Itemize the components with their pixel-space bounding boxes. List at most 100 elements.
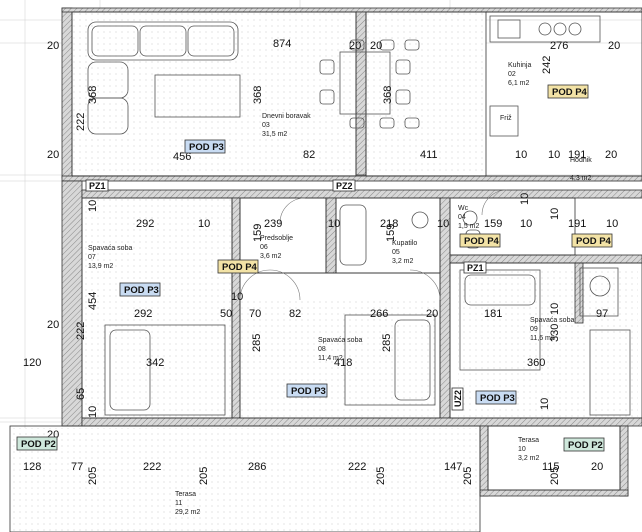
floor-tag-p3-spavaca7: POD P3 bbox=[119, 282, 161, 297]
floor-tag-p4-kuhinja: POD P4 bbox=[547, 84, 589, 99]
floor-tag-text: POD P4 bbox=[552, 87, 588, 98]
room-label-dnevni-1: 03 bbox=[262, 122, 270, 129]
dimension-d10f: 10 bbox=[520, 218, 532, 230]
dimension-d115: 115 bbox=[542, 461, 560, 473]
lintel-label: PZ2 bbox=[336, 181, 353, 191]
room-label-predsoblje-0: Predsoblje bbox=[260, 235, 293, 242]
room-label-kuhinja-1: 02 bbox=[508, 71, 516, 78]
room-label-wc-2: 1,5 m2 bbox=[458, 223, 480, 230]
dimension-d10b: 10 bbox=[548, 149, 560, 161]
floor-tag-text: POD P3 bbox=[480, 393, 515, 404]
dimension-d147: 147 bbox=[444, 461, 462, 473]
dimension-v65: 65 bbox=[75, 388, 87, 400]
room-label-dnevni-0: Dnevni boravak bbox=[262, 113, 311, 120]
dimension-v159a: 159 bbox=[252, 224, 264, 242]
room-label-terasa10-0: Terasa bbox=[518, 437, 539, 444]
dimension-d222b: 222 bbox=[348, 461, 366, 473]
floor-tag-text: POD P4 bbox=[576, 236, 612, 247]
floor-tag-text: POD P3 bbox=[291, 386, 326, 397]
dimension-d10c: 10 bbox=[198, 218, 210, 230]
dimension-d286: 286 bbox=[248, 461, 266, 473]
wardrobe bbox=[589, 329, 631, 416]
dimension-v242: 242 bbox=[541, 56, 553, 74]
dimension-v205a: 205 bbox=[87, 467, 99, 485]
room-label-wc-0: Wc bbox=[458, 205, 469, 212]
room-label-kuhinja-2: 6,1 m2 bbox=[508, 80, 530, 87]
dimension-v222b: 222 bbox=[75, 322, 87, 340]
room-label-spavaca9-1: 09 bbox=[530, 326, 538, 333]
coffee-table bbox=[154, 74, 241, 118]
dimension-d342: 342 bbox=[146, 357, 164, 369]
bed-room-08 bbox=[344, 314, 436, 406]
dimension-d82a: 82 bbox=[303, 149, 315, 161]
lintel-label: UZ2 bbox=[453, 390, 463, 407]
fridge-label: Friž bbox=[500, 115, 512, 122]
room-label-wc-1: 04 bbox=[458, 214, 466, 221]
dimension-d77: 77 bbox=[71, 461, 83, 473]
floor-tag-text: POD P4 bbox=[464, 236, 500, 247]
floor-tag-text: POD P2 bbox=[21, 439, 56, 450]
room-label-terasa11-0: Terasa bbox=[175, 491, 196, 498]
dimension-d360: 360 bbox=[527, 357, 545, 369]
floor-tag-p2-terasa11: POD P2 bbox=[16, 436, 58, 451]
dimension-d10d: 10 bbox=[328, 218, 340, 230]
dimension-d874: 874 bbox=[273, 38, 291, 50]
room-label-spavaca9-2: 11,6 m2 bbox=[530, 335, 555, 342]
dimension-v368b: 368 bbox=[252, 86, 264, 104]
dimension-v222: 222 bbox=[75, 113, 87, 131]
dimension-v205c: 205 bbox=[375, 467, 387, 485]
dimension-d20e: 20 bbox=[426, 308, 438, 320]
room-label-spavaca7-0: Spavaća soba bbox=[88, 245, 132, 252]
room-label-spavaca8-1: 08 bbox=[318, 346, 326, 353]
dimension-d181: 181 bbox=[484, 308, 502, 320]
dimension-d456: 456 bbox=[173, 151, 191, 163]
room-label-terasa10-2: 3,2 m2 bbox=[518, 455, 540, 462]
lintel-2: PZ1 bbox=[463, 261, 487, 274]
lintel-0: PZ1 bbox=[85, 179, 109, 192]
room-label-dnevni-2: 31,5 m2 bbox=[262, 131, 287, 138]
lintel-label: PZ1 bbox=[89, 181, 106, 191]
kitchen-counter bbox=[489, 15, 601, 43]
lintel-label: PZ1 bbox=[467, 263, 484, 273]
dimension-v368c: 368 bbox=[382, 86, 394, 104]
dimension-d128: 128 bbox=[23, 461, 41, 473]
dimension-d418: 418 bbox=[334, 357, 352, 369]
dimension-v10e: 10 bbox=[87, 406, 99, 418]
dimension-d10g: 10 bbox=[606, 218, 618, 230]
room-label-hodnik-0: Hodnik bbox=[570, 157, 592, 164]
dimension-d276: 276 bbox=[550, 40, 568, 52]
floor-tags: POD P4 POD P3 POD P4 POD P3 POD P4 POD P4 POD … bbox=[16, 84, 613, 452]
floor-tag-p2-terasa10: POD P2 bbox=[563, 437, 605, 452]
floor-tag-p4-hodnik: POD P4 bbox=[571, 233, 613, 248]
room-label-terasa11-2: 29,2 m2 bbox=[175, 509, 200, 516]
sofa bbox=[87, 21, 239, 61]
dimension-v330: 330 bbox=[549, 324, 561, 342]
dimension-d239: 239 bbox=[264, 218, 282, 230]
dimension-v205d: 205 bbox=[462, 467, 474, 485]
dimension-v10d: 10 bbox=[549, 303, 561, 315]
room-outlines bbox=[9, 11, 642, 532]
floor-fills bbox=[10, 10, 638, 532]
room-label-predsoblje-2: 3,6 m2 bbox=[260, 253, 282, 260]
dining-table bbox=[339, 51, 391, 115]
dimension-d10h: 10 bbox=[231, 291, 243, 303]
room-label-spavaca8-2: 11,4 m2 bbox=[318, 355, 343, 362]
floor-tag-text: POD P3 bbox=[124, 285, 159, 296]
dimension-d82b: 82 bbox=[289, 308, 301, 320]
dimension-v205e: 205 bbox=[549, 467, 561, 485]
dimension-d20tm: 20 bbox=[349, 40, 361, 52]
dimension-v10c: 10 bbox=[549, 208, 561, 220]
room-label-kupatilo-0: Kupatilo bbox=[392, 240, 417, 247]
dimension-d266: 266 bbox=[370, 308, 388, 320]
dimension-d411: 411 bbox=[420, 149, 438, 161]
dimension-d20h: 20 bbox=[591, 461, 603, 473]
dimension-d159a: 159 bbox=[484, 218, 502, 230]
room-label-terasa10-1: 10 bbox=[518, 446, 526, 453]
dimension-v10f: 10 bbox=[539, 398, 551, 410]
dimension-d20d: 20 bbox=[605, 149, 617, 161]
floor-tag-text: POD P4 bbox=[222, 262, 258, 273]
dimension-d20tl: 20 bbox=[47, 40, 59, 52]
